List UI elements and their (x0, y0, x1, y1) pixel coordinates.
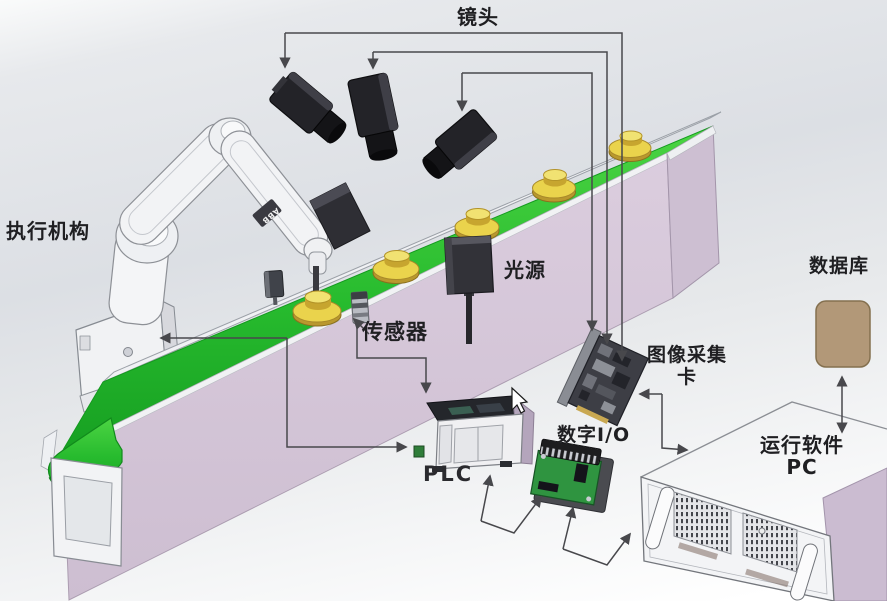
image-capture-card (556, 327, 650, 427)
mouse-cursor (511, 386, 529, 414)
pc-vent-left (673, 491, 732, 555)
digital-io-board (530, 438, 614, 513)
line-digital-io-to-pc (562, 532, 632, 566)
line-camera2-to-capture-card (373, 51, 613, 345)
line-sensor-to-plc (356, 325, 432, 394)
pc-badge-right (745, 568, 789, 588)
label-pc: 运行软件 PC (750, 434, 854, 478)
light-source-device (443, 235, 495, 344)
label-capture-card-line2: 卡 (676, 366, 697, 388)
pc-badge-left (677, 542, 719, 560)
label-capture-card-line1: 图像采集 (646, 344, 727, 366)
line-pc-to-plc (480, 474, 494, 522)
pc-handle-left (645, 486, 675, 550)
label-capture-card: 图像采集 卡 (636, 344, 738, 388)
label-actuator: 执行机构 (6, 219, 90, 243)
line-camera3-to-capture-card (462, 72, 598, 332)
industrial-pc (640, 401, 887, 601)
label-database: 数据库 (809, 255, 870, 277)
part-disc (292, 290, 342, 327)
part-disc (532, 169, 576, 203)
plc-unit (413, 394, 535, 472)
label-lens: 镜头 (457, 5, 499, 29)
label-pc-line2: PC (786, 455, 818, 479)
camera-2 (347, 72, 399, 161)
robot-motor-box (309, 182, 371, 250)
line-camera1-to-capture-card (285, 32, 628, 362)
line-robot-to-plc (286, 338, 408, 453)
database-icon (815, 300, 871, 368)
camera-1 (269, 71, 347, 144)
conveyor-stand-frame (50, 457, 123, 567)
label-plc: PLC (423, 462, 474, 486)
label-pc-line1: 运行软件 (760, 433, 844, 457)
photo-sensor-far (263, 270, 285, 306)
pc-vent-right (742, 512, 798, 573)
part-disc (608, 130, 652, 162)
line-pc-to-digital-io (562, 506, 577, 550)
part-disc (372, 250, 420, 284)
label-sensor: 传感器 (362, 320, 428, 344)
connector-lines (159, 32, 848, 566)
camera-3 (422, 109, 498, 179)
label-light-source: 光源 (504, 258, 546, 282)
line-sensor-label-arrow (352, 317, 370, 335)
parts-on-belt (292, 130, 652, 327)
sensor-device (350, 291, 370, 324)
line-plc-to-digital-io (480, 495, 543, 534)
label-digital-io: 数字I/O (557, 424, 631, 446)
conveyor-end-edge (666, 125, 717, 161)
line-capture-card-to-pc (661, 394, 689, 455)
